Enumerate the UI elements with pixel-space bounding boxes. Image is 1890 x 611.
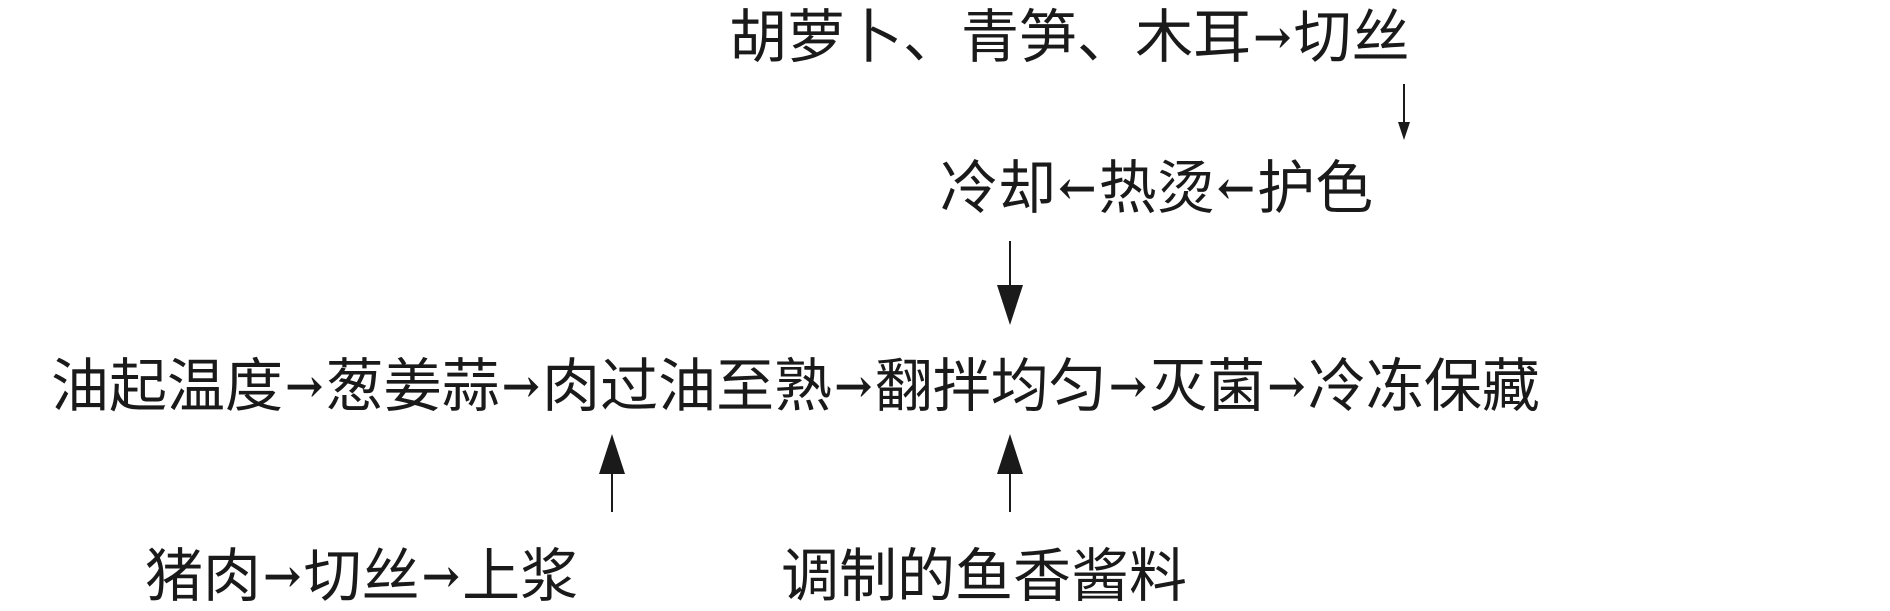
arrow-right-icon: → (1253, 10, 1292, 64)
node-lettuce-stem: 青笋 (961, 3, 1078, 71)
node-aromatics: 葱姜蒜 (325, 352, 500, 420)
node-color-protection: 护色 (1257, 154, 1374, 222)
arrow-right-icon: → (1267, 359, 1306, 413)
node-shred-vegetables: 切丝 (1293, 3, 1410, 71)
node-sauce: 调制的鱼香酱料 (781, 542, 1188, 610)
node-blanch: 热烫 (1098, 154, 1215, 222)
connector-line (1009, 470, 1011, 512)
connector-line (1009, 241, 1011, 291)
node-shred-pork: 切丝 (303, 542, 420, 610)
node-fry-meat: 肉过油至熟 (542, 352, 833, 420)
node-wood-ear: 木耳 (1135, 3, 1252, 71)
arrow-right-icon: → (1108, 359, 1148, 413)
arrow-right-icon: → (263, 549, 302, 603)
pork-prep-row: 猪肉 → 切丝 → 上浆 (145, 541, 578, 611)
node-heat-oil: 油起温度 (51, 352, 284, 420)
arrow-up-icon (599, 434, 625, 474)
node-sterilize: 灭菌 (1149, 352, 1266, 420)
node-carrot: 胡萝卜 (729, 3, 904, 71)
arrow-down-icon (997, 285, 1023, 325)
arrow-right-icon: → (501, 359, 541, 413)
separator: 、 (903, 3, 962, 71)
node-frozen-storage: 冷冻保藏 (1307, 352, 1540, 420)
connector-line (1403, 84, 1405, 128)
node-cool: 冷却 (940, 154, 1057, 222)
arrow-left-icon: ← (1216, 161, 1256, 215)
node-coat-starch: 上浆 (462, 542, 579, 610)
main-process-row: 油起温度 → 葱姜蒜 → 肉过油至熟 → 翻拌均匀 → 灭菌 → 冷冻保藏 (51, 351, 1540, 421)
arrow-right-icon: → (285, 359, 324, 413)
blanching-row: 冷却 ← 热烫 ← 护色 (940, 153, 1373, 223)
arrow-right-icon: → (421, 549, 461, 603)
arrow-down-icon (1398, 122, 1410, 140)
arrow-left-icon: ← (1058, 161, 1097, 215)
arrow-right-icon: → (834, 359, 873, 413)
connector-line (611, 470, 613, 512)
arrow-up-icon (997, 434, 1023, 474)
node-stir-mix: 翻拌均匀 (874, 352, 1107, 420)
separator: 、 (1077, 3, 1136, 71)
node-pork: 猪肉 (145, 542, 262, 610)
sauce-row: 调制的鱼香酱料 (781, 541, 1187, 611)
vegetable-prep-row: 胡萝卜 、 青笋 、 木耳 → 切丝 (729, 2, 1410, 72)
